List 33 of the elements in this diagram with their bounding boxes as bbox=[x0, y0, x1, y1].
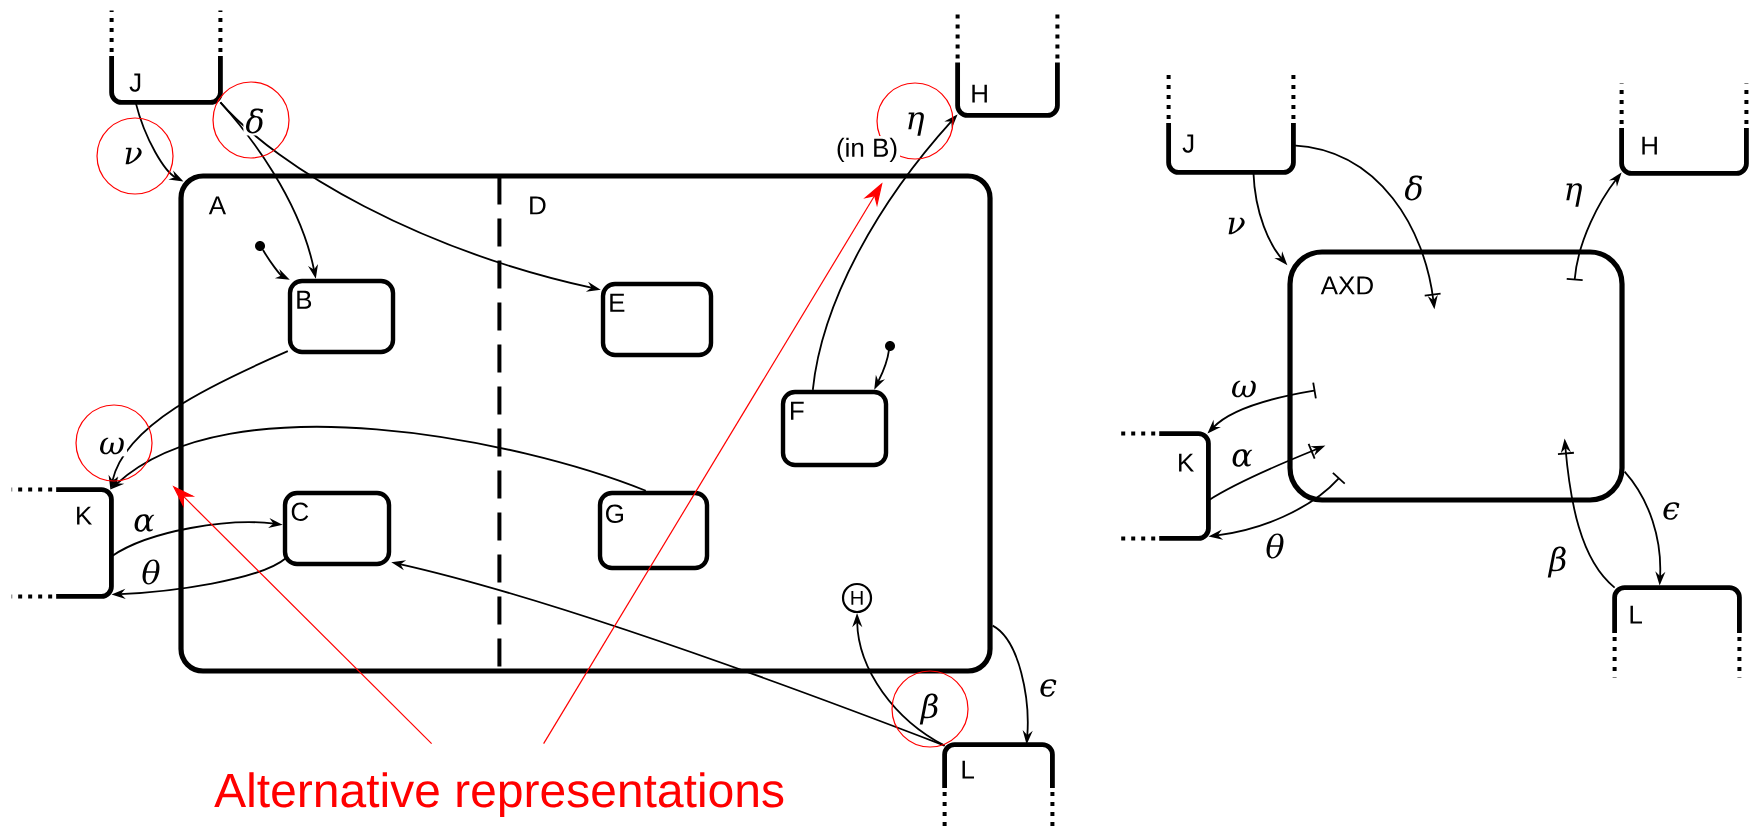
edge-label: θ bbox=[1263, 531, 1287, 561]
state-box: F bbox=[780, 389, 889, 468]
state-box: B bbox=[287, 278, 396, 355]
edge-label: θ bbox=[139, 557, 163, 587]
state-bracket: L bbox=[1612, 585, 1742, 680]
state-bracket: H bbox=[955, 8, 1060, 118]
state-bracket: H bbox=[1619, 81, 1749, 176]
edge-label: ω bbox=[96, 435, 128, 457]
edge-label: α bbox=[1229, 447, 1255, 469]
state-box: E bbox=[600, 281, 714, 358]
edge-label: β bbox=[1546, 544, 1570, 580]
edge-label: η bbox=[1561, 181, 1585, 209]
state-bracket: L bbox=[942, 742, 1055, 833]
state-bracket: K bbox=[1117, 431, 1211, 541]
state-box: C bbox=[282, 490, 392, 567]
state-box: AXD bbox=[1287, 249, 1625, 503]
edge-label: ϵ bbox=[1037, 677, 1059, 699]
edge-label: β bbox=[918, 691, 942, 727]
state-bracket: J bbox=[1166, 72, 1296, 175]
state-bracket: J bbox=[109, 8, 223, 105]
edge-label: ϵ bbox=[1660, 500, 1682, 522]
edge-label: ν bbox=[1224, 215, 1248, 237]
annotation-text: Alternative representations bbox=[214, 772, 784, 817]
edge-label: δ bbox=[243, 106, 267, 136]
edge-label: ω bbox=[1228, 378, 1260, 400]
edge-label: α bbox=[131, 512, 157, 534]
edge-label: δ bbox=[1402, 173, 1426, 203]
edge-label: ν bbox=[121, 145, 145, 167]
history-connector: H bbox=[841, 582, 873, 614]
condition-label: (in B) bbox=[833, 135, 901, 165]
state-box: G bbox=[597, 490, 710, 571]
state-bracket: K bbox=[9, 487, 114, 599]
edge-label: η bbox=[903, 110, 927, 138]
